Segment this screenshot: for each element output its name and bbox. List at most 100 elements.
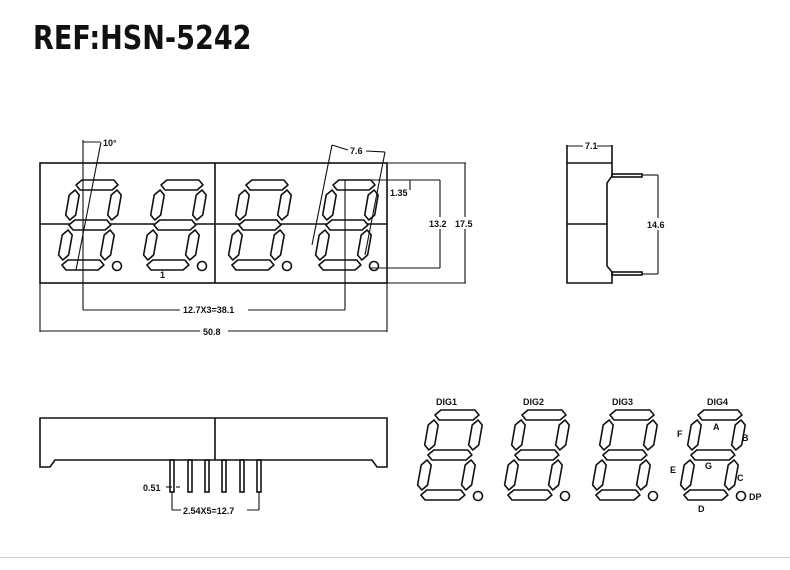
- segment-f: [423, 419, 440, 451]
- segment-c: [269, 229, 286, 261]
- segment-g: [238, 219, 282, 231]
- pin1-label: 1: [160, 270, 165, 280]
- pin: [204, 459, 210, 493]
- segment-dp: [735, 490, 747, 502]
- dig3-label: DIG3: [612, 397, 633, 407]
- segment-offset-label: 1.35: [390, 188, 408, 198]
- segment-b: [554, 419, 571, 451]
- digit-width-label: 7.6: [350, 146, 363, 156]
- segment-e: [591, 459, 608, 491]
- segment-dp: [472, 490, 484, 502]
- total-width-label: 50.8: [203, 327, 221, 337]
- seven-segment-digit: [142, 179, 208, 272]
- pin: [221, 459, 227, 493]
- segment-e-label: E: [670, 465, 676, 475]
- pin-pitch-label: 2.54X5=12.7: [183, 506, 234, 516]
- depth-label: 7.1: [585, 141, 598, 151]
- dig4-label: DIG4: [707, 397, 728, 407]
- side-view: 7.1 14.6: [566, 140, 667, 284]
- segment-e: [57, 229, 73, 261]
- pin: [239, 459, 245, 493]
- segment-b: [467, 419, 484, 451]
- segment-dp: [368, 260, 380, 272]
- total-height-label: 17.5: [455, 219, 473, 229]
- segment-g: [514, 449, 560, 461]
- seven-segment-digit: [679, 409, 747, 502]
- segment-a: [521, 409, 567, 421]
- segment-d: [231, 259, 275, 271]
- top-view-outline: [39, 162, 388, 284]
- side-pin-top: [611, 173, 643, 178]
- segment-dp: [281, 260, 293, 272]
- segment-c: [460, 459, 477, 491]
- segment-a: [160, 179, 204, 191]
- pin-span-label: 14.6: [647, 220, 665, 230]
- segment-g: [602, 449, 648, 461]
- bottom-view-outline: [39, 417, 388, 468]
- seven-segment-digit: [57, 179, 123, 272]
- segment-a: [332, 179, 376, 191]
- segment-a-label: A: [713, 422, 720, 432]
- digit-height-label: 13.2: [429, 219, 447, 229]
- segment-b: [106, 189, 122, 221]
- top-view: 10° 7.6 1.35 13.2 17.5 12.7X3=38.1 50.8 …: [39, 138, 476, 337]
- divider-line: [0, 557, 790, 558]
- segment-c: [356, 229, 373, 261]
- segment-d: [683, 489, 729, 501]
- segment-dp: [647, 490, 659, 502]
- seven-segment-digit: [416, 409, 484, 502]
- segment-dp: [196, 260, 208, 272]
- segment-g: [325, 219, 369, 231]
- dig2-label: DIG2: [523, 397, 544, 407]
- segment-g: [153, 219, 197, 231]
- segment-a: [245, 179, 289, 191]
- side-pin-bottom: [611, 271, 643, 276]
- drawing-title: REF:HSN-5242: [33, 18, 252, 57]
- segment-a: [434, 409, 480, 421]
- segment-f: [598, 419, 615, 451]
- segment-f: [149, 189, 165, 221]
- segment-d-label: D: [698, 504, 705, 514]
- segment-dp: [559, 490, 571, 502]
- segment-f: [234, 189, 250, 221]
- top-digits: [57, 179, 380, 272]
- segment-d: [507, 489, 553, 501]
- bottom-view: 0.51 2.54X5=12.7: [39, 417, 388, 516]
- segment-d: [595, 489, 641, 501]
- segment-e: [679, 459, 696, 491]
- segment-c: [635, 459, 652, 491]
- segment-c: [723, 459, 740, 491]
- pin: [187, 459, 193, 493]
- segment-dp-label: DP: [749, 492, 762, 502]
- segment-d: [146, 259, 190, 271]
- segment-b: [642, 419, 659, 451]
- segment-a: [697, 409, 743, 421]
- segment-c-label: C: [737, 473, 744, 483]
- dig1-label: DIG1: [436, 397, 457, 407]
- segment-f: [686, 419, 703, 451]
- segment-g: [68, 219, 112, 231]
- segment-a: [75, 179, 119, 191]
- seven-segment-digit: [503, 409, 571, 502]
- seven-segment-digit: [314, 179, 380, 272]
- segment-schematic: DIG1 DIG2 DIG3 DIG4 A B C D E F G DP: [416, 397, 762, 514]
- segment-c: [99, 229, 115, 261]
- segment-e: [416, 459, 433, 491]
- segment-e: [503, 459, 520, 491]
- segment-c: [184, 229, 200, 261]
- segment-g: [427, 449, 473, 461]
- segment-e: [227, 229, 243, 261]
- segment-b: [191, 189, 207, 221]
- pitch-label: 12.7X3=38.1: [183, 305, 234, 315]
- segment-d: [318, 259, 362, 271]
- segment-f: [321, 189, 338, 221]
- segment-d: [420, 489, 466, 501]
- side-view-outline: [566, 162, 613, 284]
- segment-f-label: F: [677, 429, 683, 439]
- seven-segment-digit: [591, 409, 659, 502]
- segment-e: [142, 229, 158, 261]
- pin: [256, 459, 262, 493]
- segment-b: [363, 189, 380, 221]
- angle-label: 10°: [103, 138, 117, 148]
